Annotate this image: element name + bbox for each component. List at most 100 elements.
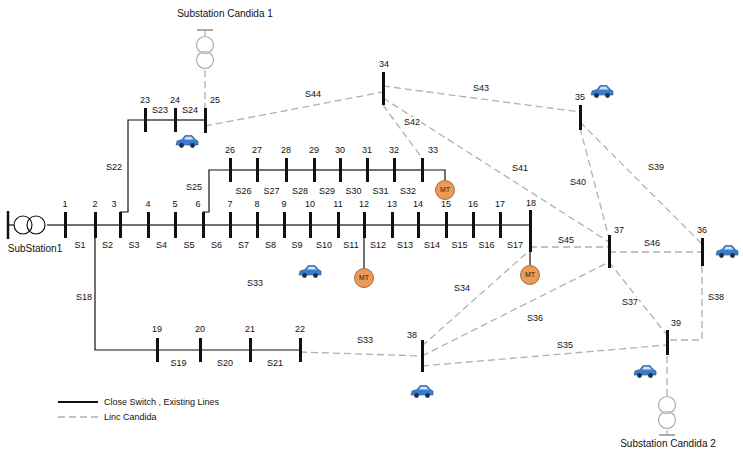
- bus-bar: 5: [174, 212, 177, 238]
- bus-bar: 6: [202, 212, 205, 238]
- bus-number: 8: [255, 199, 260, 210]
- existing-line: [310, 224, 338, 225]
- bus-bar: 37: [608, 235, 611, 268]
- bus-number: 14: [413, 199, 423, 210]
- existing-line: [284, 224, 310, 225]
- bus-bar: 9: [283, 212, 286, 238]
- bus-bar: 15: [445, 212, 448, 238]
- substation-busbar: [659, 434, 675, 436]
- bus-bar: 29: [313, 158, 316, 182]
- bus-number: 37: [614, 225, 624, 236]
- switch-label: S41: [511, 163, 529, 174]
- bus-bar: 12: [363, 212, 366, 238]
- existing-line: [394, 169, 422, 170]
- bus-number: 7: [228, 199, 233, 210]
- bus-bar: 14: [417, 212, 420, 238]
- switch-label: S39: [647, 162, 665, 173]
- switch-label: S26: [234, 186, 252, 197]
- switch-label: S27: [262, 186, 280, 197]
- switch-label: S18: [75, 292, 93, 303]
- existing-line: [175, 224, 203, 225]
- switch-label: S17: [506, 240, 524, 251]
- bus-bar: 11: [337, 212, 340, 238]
- bus-number: 30: [335, 145, 345, 156]
- candidate-line: [530, 246, 609, 247]
- switch-label: S1: [73, 240, 86, 251]
- bus-number: 12: [359, 199, 369, 210]
- generator-label: MT: [440, 186, 450, 194]
- bus-number: 11: [333, 199, 342, 210]
- bus-number: 32: [389, 145, 399, 156]
- substation-label: SubStation1: [8, 243, 63, 255]
- existing-line: [230, 169, 257, 170]
- legend-sample-line: [58, 401, 98, 403]
- legend-text: Close Switch , Existing Lines: [104, 397, 219, 408]
- switch-label: S34: [453, 283, 471, 294]
- switch-label: S12: [369, 240, 387, 251]
- bus-number: 38: [407, 330, 417, 341]
- substation-lead: [204, 30, 205, 36]
- switch-label: S35: [556, 340, 574, 351]
- ev-icon: [299, 266, 321, 278]
- existing-line: [203, 224, 230, 225]
- existing-line: [257, 224, 284, 225]
- bus-number: 20: [195, 324, 205, 335]
- bus-number: 5: [173, 199, 178, 210]
- bus-bar: 13: [391, 212, 394, 238]
- bus-number: 36: [697, 225, 707, 236]
- transformer-symbol: [196, 36, 214, 70]
- bus-number: 31: [362, 145, 372, 156]
- switch-label: S46: [643, 238, 661, 249]
- generator-label: MT: [525, 271, 535, 279]
- bus-number: 26: [225, 145, 235, 156]
- candidate-line: [383, 105, 422, 158]
- candidate-line: [609, 262, 667, 335]
- bus-number: 33: [428, 145, 438, 156]
- switch-label: S33: [246, 278, 264, 289]
- substation-lead: [8, 224, 14, 225]
- existing-line: [175, 119, 205, 120]
- existing-line: [367, 169, 394, 170]
- existing-line: [148, 224, 175, 225]
- switch-label: S8: [264, 240, 277, 251]
- switch-label: S43: [472, 83, 490, 94]
- legend-sample-line: [58, 416, 98, 417]
- bus-bar: 26: [229, 158, 232, 182]
- existing-line: [145, 119, 175, 120]
- bus-bar: 18: [529, 210, 532, 252]
- candidate-line: [666, 355, 667, 396]
- switch-label: S11: [342, 240, 359, 251]
- bus-bar: 21: [249, 338, 252, 362]
- bus-number: 10: [305, 199, 315, 210]
- bus-bar: 39: [666, 330, 669, 355]
- bus-bar: 16: [472, 212, 475, 238]
- candidate-line: [422, 345, 667, 366]
- bus-number: 28: [281, 145, 291, 156]
- bus-bar: 7: [229, 212, 232, 238]
- candidate-line: [204, 70, 205, 108]
- switch-label: S29: [318, 186, 336, 197]
- switch-label: S5: [182, 240, 195, 251]
- bus-number: 18: [526, 198, 536, 209]
- bus-bar: 35: [579, 105, 582, 130]
- bus-bar: 38: [421, 340, 424, 372]
- bus-bar: 33: [421, 158, 424, 182]
- switch-label: S3: [127, 240, 140, 251]
- mt-generator: MT: [520, 265, 540, 285]
- bus-bar: 17: [499, 212, 502, 238]
- bus-number: 34: [379, 59, 389, 70]
- switch-label: S33: [356, 335, 374, 346]
- bus-bar: 31: [366, 158, 369, 182]
- bus-bar: 19: [156, 338, 159, 362]
- existing-line: [95, 238, 157, 350]
- candidate-line: [300, 352, 422, 356]
- bus-number: 23: [140, 95, 150, 106]
- switch-label: S6: [210, 240, 223, 251]
- bus-number: 16: [468, 199, 478, 210]
- existing-line: [250, 349, 300, 350]
- existing-line: [157, 349, 200, 350]
- bus-bar: 2: [94, 212, 97, 238]
- switch-label: S9: [290, 240, 303, 251]
- existing-line: [47, 224, 65, 225]
